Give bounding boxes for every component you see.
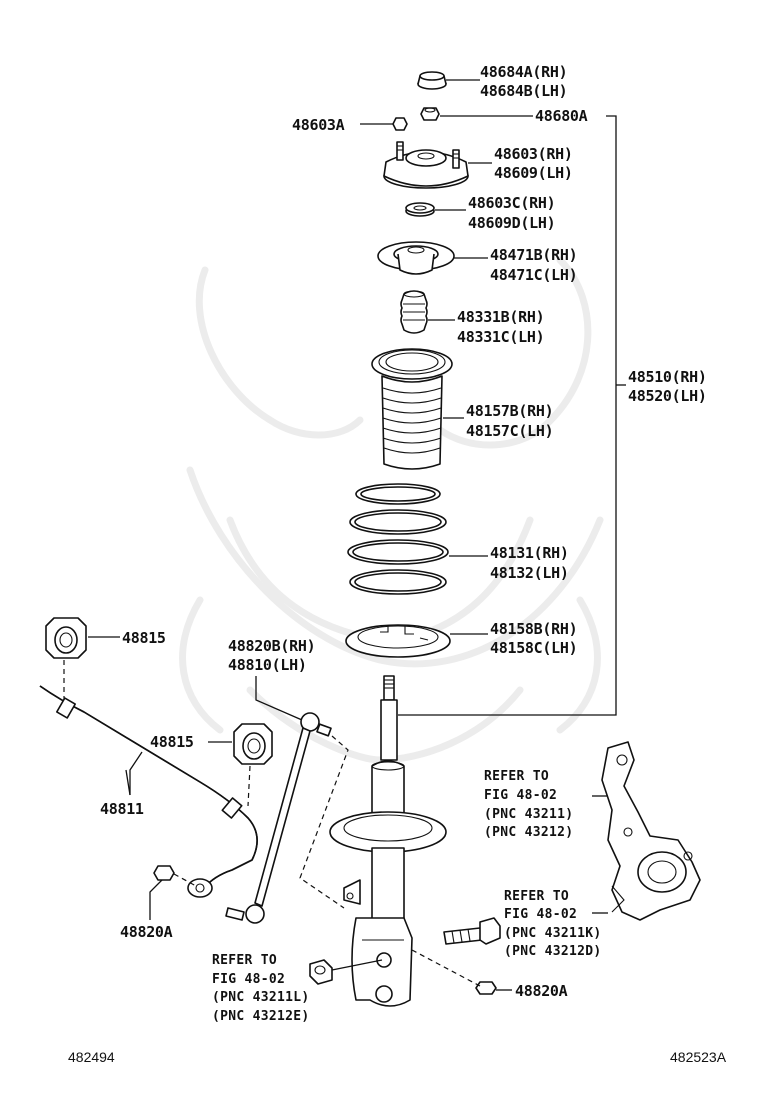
upper-support-48603 [383,141,469,189]
spring-insulator-48158 [345,624,451,658]
label-48331c: 48331C(LH) [457,328,544,346]
bushing-48815-mid [233,723,273,765]
label-48684a: 48684A(RH) [480,63,567,81]
label-48820b: 48820B(RH) [228,637,315,655]
ref-bolt-upper-line1: REFER TO [504,889,569,904]
ref-nut-lower-line2: FIG 48-02 [212,972,285,987]
label-48510: 48510(RH) [628,368,707,386]
label-48820a-left: 48820A [120,923,173,941]
bearing-48603c [405,202,435,217]
ref-bolt-upper-line3: (PNC 43211K) [504,926,602,941]
watermark-emblem [179,256,604,764]
leader-nut-lower [331,959,383,971]
label-48471c: 48471C(LH) [490,266,577,284]
nut-48680a [420,107,440,121]
ref-nut-lower-line1: REFER TO [212,953,277,968]
ref-knuckle-line3: (PNC 43211) [484,807,573,822]
leader-48820a-left [149,879,163,920]
ref-knuckle-line2: FIG 48-02 [484,788,557,803]
dashed-line-nut-left [173,873,197,887]
leader-48811-stub [125,769,131,796]
ref-knuckle-line1: REFER TO [484,769,549,784]
label-48811: 48811 [100,800,144,818]
spring-upper-seat-48471 [377,241,455,275]
label-48603c: 48603C(RH) [468,194,555,212]
label-48471b: 48471B(RH) [490,246,577,264]
label-48609d: 48609D(LH) [468,214,555,232]
leader-48820b [255,676,303,721]
label-48131: 48131(RH) [490,544,569,562]
bump-stopper-48331 [400,290,428,334]
stabilizer-bar-48811 [39,685,258,898]
knuckle-bolt-upper [443,917,501,945]
label-48680a: 48680A [535,107,588,125]
dust-boot-48157 [371,348,453,470]
diagram-code-right: 482523A [670,1049,727,1065]
dashed-line-bolt-nut [411,949,481,987]
label-48157b: 48157B(RH) [466,402,553,420]
label-48157c: 48157C(LH) [466,422,553,440]
dashed-line-link-strut [299,735,349,909]
ref-nut-lower-line3: (PNC 43211L) [212,990,310,1005]
label-48520: 48520(LH) [628,387,707,405]
nut-48603a [392,117,408,131]
knuckle-nut-lower [309,959,333,985]
coil-spring-48131 [347,483,449,595]
ref-knuckle-line4: (PNC 43212) [484,825,573,840]
label-48603a: 48603A [292,116,345,134]
dashed-line-bushing-mid [247,765,251,807]
label-48815-top: 48815 [122,629,166,647]
ref-bolt-upper-line4: (PNC 43212D) [504,944,602,959]
ref-bolt-upper-line2: FIG 48-02 [504,907,577,922]
ref-nut-lower-line4: (PNC 43212E) [212,1009,310,1024]
label-48684b: 48684B(LH) [480,82,567,100]
label-48810: 48810(LH) [228,656,307,674]
nut-48820a-right [475,981,497,995]
dust-cap-48684 [417,71,447,90]
label-48132: 48132(LH) [490,564,569,582]
nut-48820a-left [153,865,175,881]
label-48609: 48609(LH) [494,164,573,182]
label-48331b: 48331B(RH) [457,308,544,326]
label-48158b: 48158B(RH) [490,620,577,638]
shock-absorber [329,675,447,1007]
assembly-bracket-48510 [398,115,617,716]
bushing-48815-top [45,617,87,659]
label-48603: 48603(RH) [494,145,573,163]
label-48158c: 48158C(LH) [490,639,577,657]
label-48820a-right: 48820A [515,982,568,1000]
steering-knuckle [601,741,701,921]
leader-48811 [129,751,143,795]
label-48815-mid: 48815 [150,733,194,751]
stabilizer-link-48820b [225,712,332,924]
diagram-code-left: 482494 [68,1049,115,1065]
